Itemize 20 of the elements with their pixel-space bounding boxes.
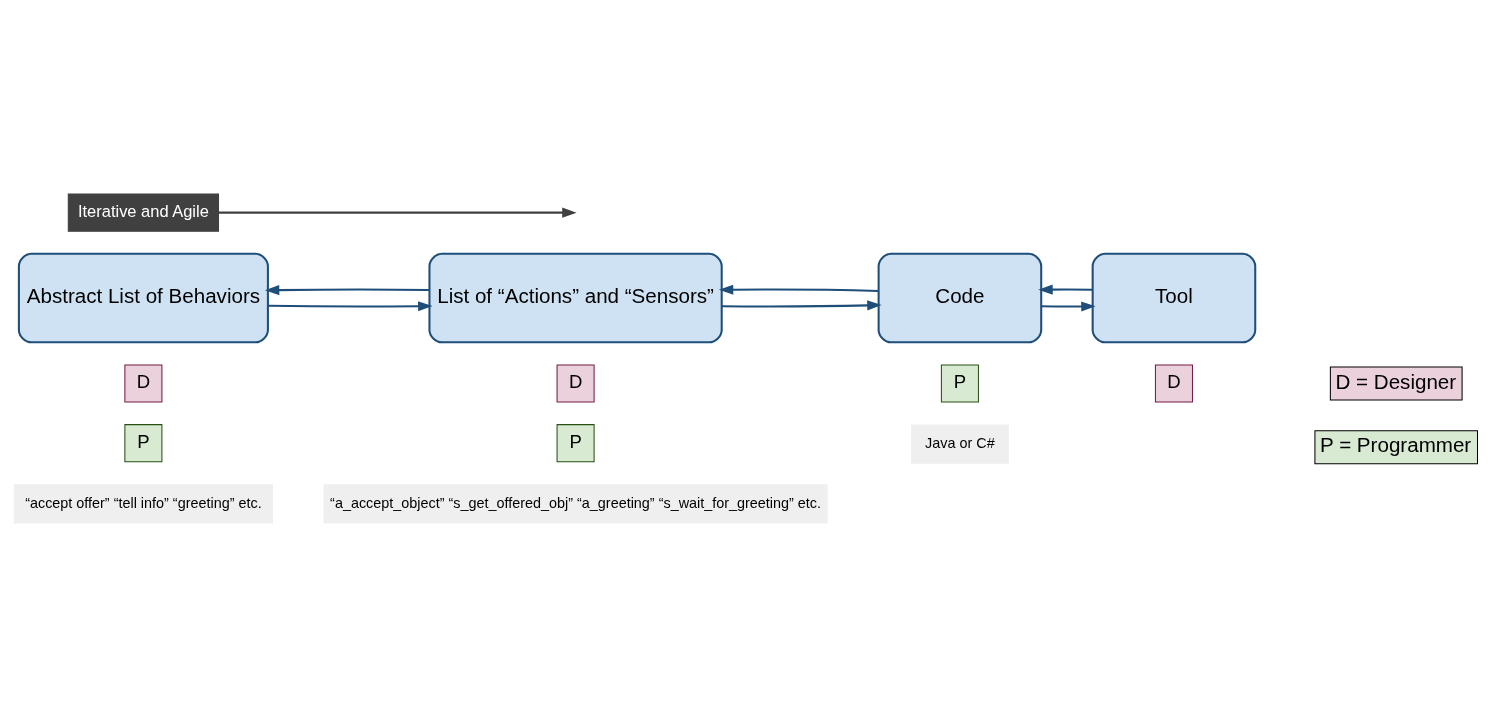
node-box: List of “Actions” and “Sensors” (428, 252, 723, 343)
arrow (1041, 300, 1096, 311)
arrow (267, 300, 433, 311)
arrow (721, 299, 882, 310)
node-box: Tool (1091, 252, 1257, 343)
node-box: D (1154, 363, 1193, 402)
node-box: Abstract List of Behaviors (17, 252, 269, 343)
node-box: P (940, 363, 979, 402)
node-box: P (556, 423, 595, 462)
arrow (218, 207, 577, 218)
arrow (718, 284, 879, 295)
node-box: D (556, 363, 595, 402)
arrow (264, 284, 430, 295)
legend-label: D = Designer (1335, 369, 1457, 393)
node-box: Code (877, 252, 1043, 343)
legend-label: P = Programmer (1320, 432, 1472, 456)
arrow (1038, 284, 1093, 295)
node-box: Iterative and Agile (67, 193, 220, 232)
node-box: D (124, 363, 163, 402)
node-box: P (124, 423, 163, 462)
